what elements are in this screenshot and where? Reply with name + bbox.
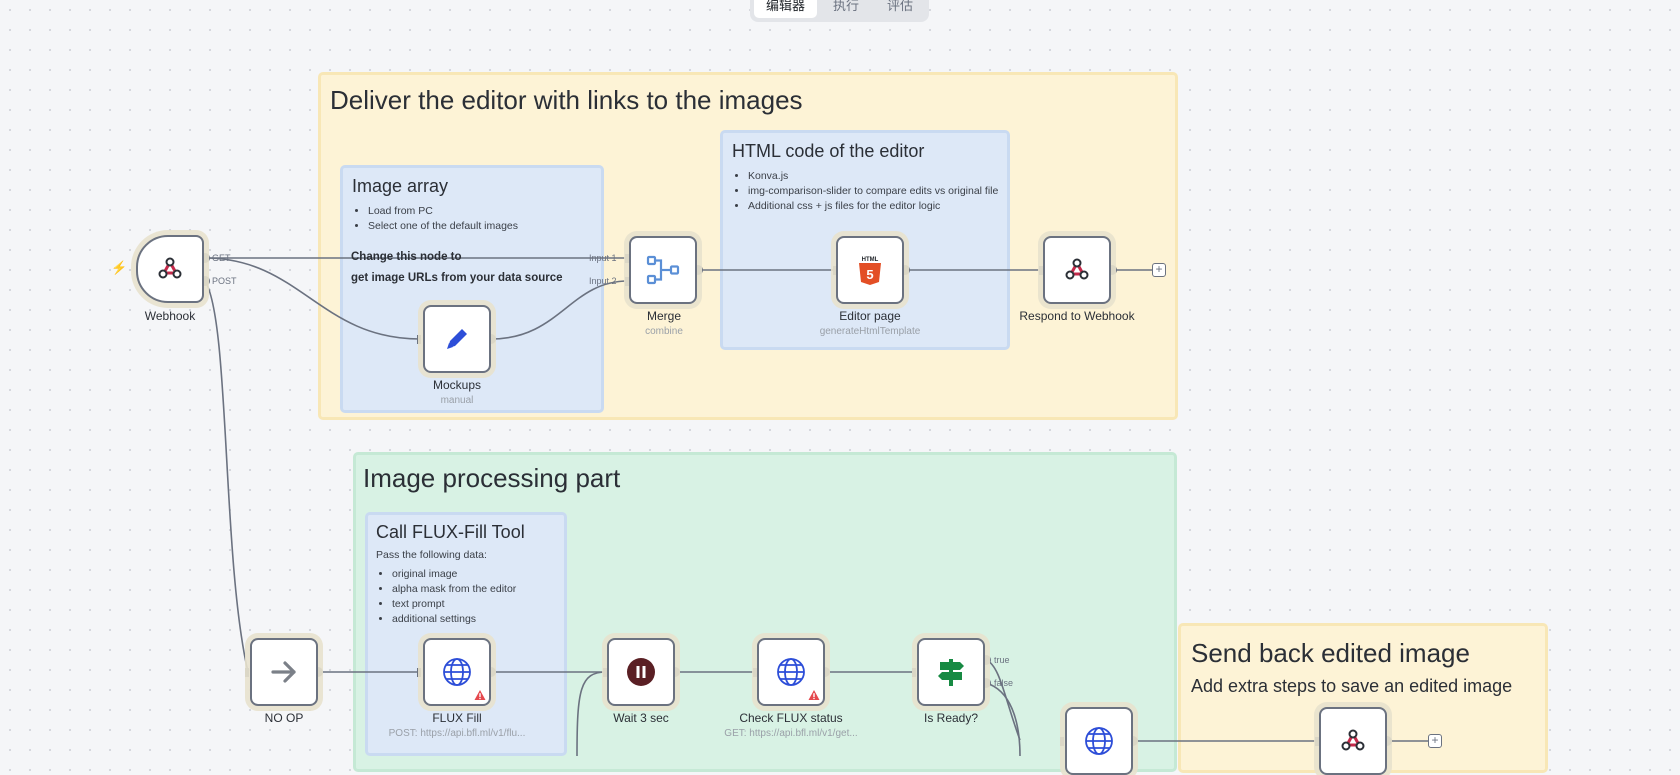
list-item: Select one of the default images bbox=[368, 219, 518, 234]
sticky-title: HTML code of the editor bbox=[732, 141, 925, 161]
node-label: Respond to Webhook bbox=[1019, 309, 1135, 323]
node-subtitle: generateHtmlTemplate bbox=[819, 326, 921, 337]
webhook-icon bbox=[1341, 729, 1365, 751]
list-item: original image bbox=[392, 567, 516, 582]
node-check-flux-status[interactable] bbox=[757, 638, 825, 706]
handle-label-false: false bbox=[994, 678, 1014, 688]
list-item: text prompt bbox=[392, 597, 516, 612]
mockups-note-line2: get image URLs from your data source bbox=[351, 272, 563, 284]
handle-label-input2: Input 2 bbox=[589, 276, 617, 286]
list-item: Load from PC bbox=[368, 204, 518, 219]
node-wait[interactable] bbox=[607, 638, 675, 706]
node-label: Mockups bbox=[432, 378, 482, 392]
signpost-icon bbox=[938, 659, 964, 686]
sticky-flux-fill[interactable]: Call FLUX-Fill Tool Pass the following d… bbox=[365, 512, 567, 756]
node-is-ready[interactable] bbox=[917, 638, 985, 706]
node-subtitle: GET: https://api.bfl.ml/v1/get... bbox=[724, 728, 858, 739]
html5-icon: HTML 5 bbox=[859, 257, 881, 285]
node-respond-to-webhook[interactable] bbox=[1043, 236, 1111, 304]
handle-label-get: GET bbox=[212, 253, 231, 263]
node-label: FLUX Fill bbox=[432, 711, 482, 725]
globe-icon bbox=[1085, 727, 1113, 755]
tab-editor[interactable]: 编辑器 bbox=[754, 0, 818, 18]
node-label: Wait 3 sec bbox=[613, 711, 669, 725]
webhook-icon bbox=[1065, 258, 1089, 280]
node-send-back-webhook[interactable] bbox=[1319, 707, 1387, 775]
node-label: Check FLUX status bbox=[739, 711, 843, 725]
sticky-intro: Pass the following data: bbox=[376, 549, 487, 561]
handle-label-input1: Input 1 bbox=[589, 253, 617, 263]
sticky-subtitle: Add extra steps to save an edited image bbox=[1191, 676, 1513, 696]
sticky-title: Deliver the editor with links to the ima… bbox=[330, 85, 803, 115]
list-item: img-comparison-slider to compare edits v… bbox=[748, 184, 1008, 199]
view-tabs: 编辑器 执行 评估 bbox=[750, 0, 930, 22]
sticky-list: original image alpha mask from the edito… bbox=[376, 567, 516, 627]
sticky-title: Send back edited image bbox=[1191, 638, 1470, 668]
node-mockups[interactable] bbox=[423, 305, 491, 373]
add-node-button[interactable]: + bbox=[1152, 263, 1166, 277]
handle-label-post: POST bbox=[212, 276, 237, 286]
node-subtitle: combine bbox=[645, 326, 683, 337]
sticky-send-back[interactable]: Send back edited image Add extra steps t… bbox=[1178, 623, 1548, 773]
node-label: Merge bbox=[646, 309, 681, 323]
warning-icon bbox=[474, 690, 486, 700]
wire-webhook-noop bbox=[204, 280, 249, 673]
node-webhook[interactable] bbox=[136, 235, 204, 303]
node-flux-fill[interactable] bbox=[423, 638, 491, 706]
svg-text:HTML: HTML bbox=[862, 257, 879, 263]
tab-evaluations[interactable]: 评估 bbox=[887, 0, 914, 13]
sticky-title: Image processing part bbox=[363, 463, 621, 493]
trigger-bolt-icon: ⚡ bbox=[111, 260, 128, 275]
tab-executions[interactable]: 执行 bbox=[833, 0, 860, 13]
node-merge[interactable] bbox=[629, 236, 697, 304]
sticky-list: Konva.js img-comparison-slider to compar… bbox=[732, 169, 1008, 214]
svg-text:5: 5 bbox=[866, 267, 873, 282]
mockups-note-line1: Change this node to bbox=[351, 251, 462, 263]
node-http-request[interactable] bbox=[1065, 707, 1133, 775]
globe-icon bbox=[443, 658, 471, 686]
globe-icon bbox=[777, 658, 805, 686]
node-subtitle: POST: https://api.bfl.ml/v1/flu... bbox=[388, 728, 526, 739]
merge-icon bbox=[646, 255, 680, 285]
node-label: NO OP bbox=[264, 711, 304, 725]
arrow-right-icon bbox=[271, 661, 296, 683]
list-item: Additional css + js files for the editor… bbox=[748, 199, 1008, 214]
pause-icon bbox=[627, 658, 655, 686]
node-subtitle: manual bbox=[440, 395, 474, 406]
handle-label-true: true bbox=[994, 655, 1010, 665]
node-label: Webhook bbox=[144, 309, 196, 323]
node-label: Is Ready? bbox=[923, 711, 979, 725]
list-item: alpha mask from the editor bbox=[392, 582, 516, 597]
node-no-op[interactable] bbox=[250, 638, 318, 706]
list-item: additional settings bbox=[392, 612, 516, 627]
sticky-title: Call FLUX-Fill Tool bbox=[376, 522, 525, 542]
add-node-button[interactable]: + bbox=[1428, 734, 1442, 748]
sticky-list: Load from PC Select one of the default i… bbox=[352, 204, 518, 234]
sticky-title: Image array bbox=[352, 176, 449, 196]
pencil-icon bbox=[447, 329, 467, 349]
webhook-icon bbox=[158, 257, 182, 279]
node-editor-page[interactable]: HTML 5 bbox=[836, 236, 904, 304]
list-item: Konva.js bbox=[748, 169, 1008, 184]
warning-icon bbox=[808, 690, 820, 700]
sticky-image-array[interactable]: Image array Load from PC Select one of t… bbox=[340, 165, 604, 413]
node-label: Editor page bbox=[839, 309, 901, 323]
